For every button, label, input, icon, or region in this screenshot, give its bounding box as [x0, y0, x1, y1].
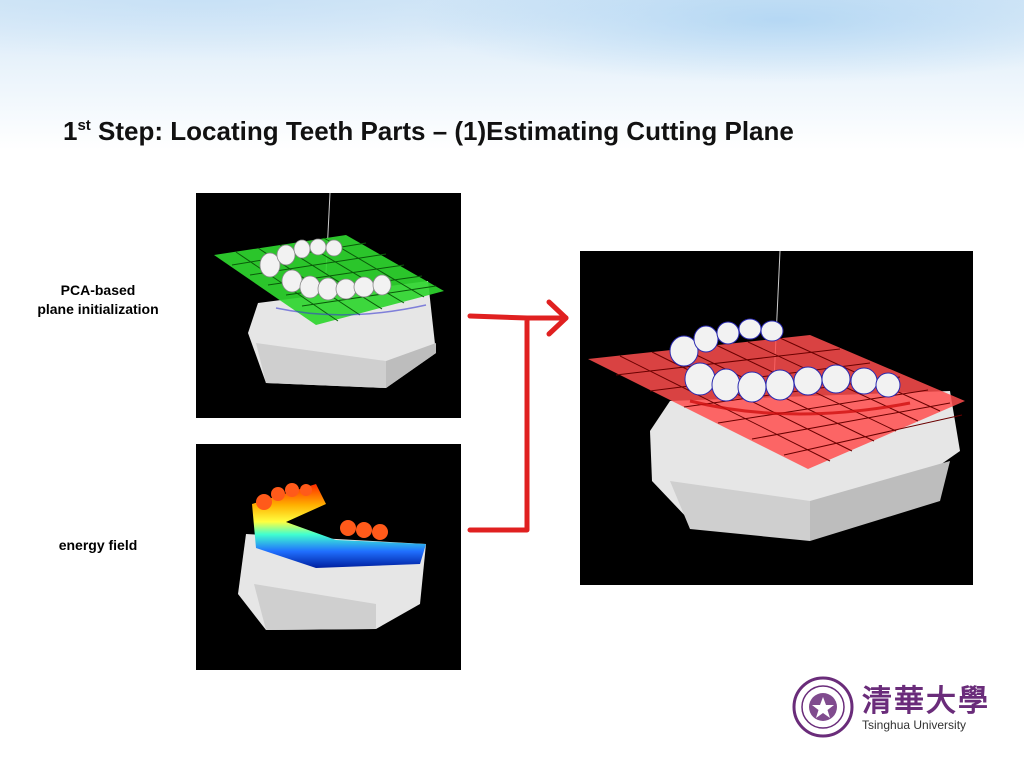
tsinghua-seal-icon — [792, 676, 854, 738]
energy-field-image — [196, 444, 461, 670]
university-name-english: Tsinghua University — [862, 718, 967, 732]
university-name-chinese: 清華大學 — [862, 684, 990, 719]
pca-plane-image — [196, 193, 461, 418]
slide-title: 1st Step: Locating Teeth Parts – (1)Esti… — [63, 116, 794, 146]
header-background — [0, 0, 1024, 150]
pca-label-line2: plane initialization — [37, 301, 159, 317]
pca-label-line1: PCA-based — [60, 282, 136, 298]
cutting-plane-image — [580, 251, 973, 585]
energy-field-label: energy field — [58, 537, 138, 553]
pca-label: PCA-based plane initialization — [20, 281, 176, 319]
